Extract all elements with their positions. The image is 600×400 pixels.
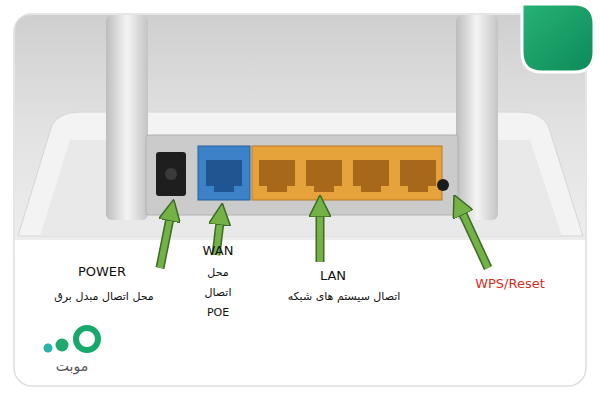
port-name: LAN	[303, 266, 363, 286]
port-name: POWER	[57, 262, 147, 282]
logo-dot	[56, 339, 69, 352]
port-opening	[353, 160, 389, 192]
button-name: WPS/Reset	[455, 274, 565, 294]
leader-arrow	[317, 214, 323, 262]
port-description: اتصال سیستم های شبکه	[259, 287, 429, 307]
photo-backdrop	[15, 15, 585, 240]
lan-ports	[252, 146, 442, 200]
callout-arrows	[160, 212, 488, 268]
port-opening	[306, 160, 342, 192]
card-frame	[14, 14, 586, 386]
brand-logo	[522, 4, 594, 72]
back-panel	[146, 135, 458, 215]
antenna	[106, 15, 148, 220]
reset-button	[437, 179, 449, 191]
port-opening	[206, 160, 242, 192]
leader-arrow	[462, 212, 488, 268]
port-name: WAN	[188, 241, 248, 261]
wan-port	[198, 146, 250, 200]
leader-arrow	[160, 218, 170, 268]
arrow-outline	[160, 218, 170, 268]
logo-text: موبت	[37, 356, 107, 376]
arrow-outline	[462, 212, 488, 268]
logo-ring	[76, 328, 98, 350]
port-opening	[400, 160, 436, 192]
arrow-outline	[316, 214, 325, 262]
antenna	[456, 15, 498, 220]
port-description: محل اتصال POE	[198, 263, 238, 323]
power-jack	[156, 152, 186, 196]
router-body	[18, 112, 583, 236]
port-description: محل اتصال مبدل برق	[24, 287, 184, 307]
port-opening	[259, 160, 295, 192]
logo-dot	[44, 344, 53, 353]
power-pin	[165, 168, 177, 180]
